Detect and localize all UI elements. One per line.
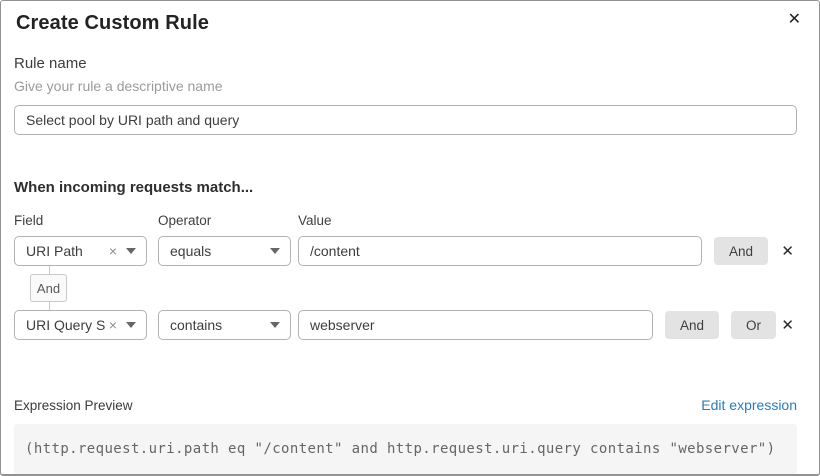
operator-column-label: Operator [158, 213, 212, 228]
page-title: Create Custom Rule [16, 12, 209, 34]
field-select-value: URI Query St... [26, 317, 105, 333]
and-connector-badge: And [30, 274, 67, 302]
expression-preview-box: (http.request.uri.path eq "/content" and… [14, 424, 797, 474]
operator-select-value: contains [170, 317, 223, 333]
rule-name-helper: Give your rule a descriptive name [14, 78, 223, 94]
remove-condition-icon[interactable]: ✕ [781, 315, 794, 334]
add-or-condition-button[interactable]: Or [731, 311, 777, 339]
add-and-condition-button[interactable]: And [714, 237, 769, 265]
field-select[interactable]: URI Query St... × [14, 310, 147, 340]
field-select[interactable]: URI Path × [14, 236, 147, 266]
chevron-down-icon [270, 322, 280, 328]
chevron-down-icon [270, 248, 280, 254]
remove-condition-icon[interactable]: ✕ [781, 241, 794, 260]
clear-field-icon[interactable]: × [108, 243, 117, 259]
edit-expression-link[interactable]: Edit expression [701, 397, 797, 413]
match-section-heading: When incoming requests match... [14, 179, 254, 196]
add-and-condition-button[interactable]: And [665, 311, 720, 339]
value-input[interactable] [298, 236, 702, 266]
close-icon[interactable]: ✕ [784, 7, 805, 31]
clear-field-icon[interactable]: × [108, 317, 117, 333]
operator-select[interactable]: contains [158, 310, 291, 340]
field-column-label: Field [14, 213, 44, 228]
expression-code: (http.request.uri.path eq "/content" and… [25, 441, 776, 457]
operator-select[interactable]: equals [158, 236, 291, 266]
field-select-value: URI Path [26, 243, 83, 259]
rule-name-label: Rule name [14, 55, 87, 72]
condition-row: URI Query St... × contains And Or ✕ [14, 310, 797, 340]
value-column-label: Value [298, 213, 332, 228]
operator-select-value: equals [170, 243, 212, 259]
value-input[interactable] [298, 310, 653, 340]
chevron-down-icon [126, 322, 136, 328]
chevron-down-icon [126, 248, 136, 254]
condition-connector: And [14, 266, 797, 310]
condition-row: URI Path × equals And ✕ [14, 236, 797, 266]
condition-column-labels: Field Operator Value [14, 213, 797, 228]
rule-name-input[interactable] [14, 105, 797, 135]
expression-preview-label: Expression Preview [14, 398, 133, 413]
